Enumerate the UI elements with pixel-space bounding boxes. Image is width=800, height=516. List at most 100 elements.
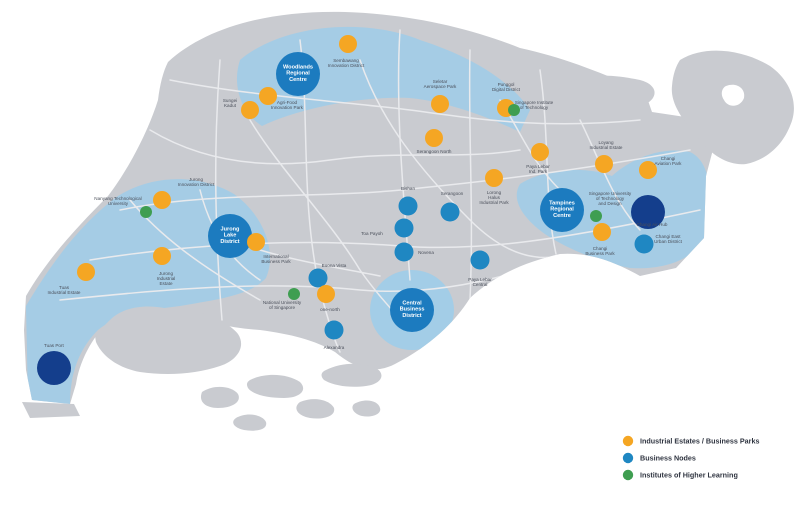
legend-marker-business	[622, 452, 634, 464]
industrial-estate-agri-food	[259, 87, 277, 105]
industrial-estate-label-serangoon-north: Serangoon North	[417, 149, 452, 154]
industrial-estate-one-north	[317, 285, 335, 303]
pulau-tekong	[671, 50, 794, 165]
southern-island-3	[296, 399, 335, 419]
road-14	[359, 59, 561, 259]
regional-centre-cbd	[390, 288, 434, 332]
southern-island-5	[352, 400, 381, 417]
tekong-inlet	[721, 84, 745, 106]
tuas-reclaimed-land	[22, 402, 80, 418]
business-node-label-buona-vista: Buona Vista	[322, 263, 347, 268]
road-8	[539, 69, 557, 255]
business-node-novena	[394, 242, 414, 262]
business-node-toa-payoh	[394, 218, 414, 238]
business-node-label-serangoon: Serangoon	[441, 191, 464, 196]
industrial-estate-seletar	[431, 95, 449, 113]
industrial-estate-serangoon-north	[425, 129, 443, 147]
business-node-paya-lebar-central	[470, 250, 490, 270]
industrial-estate-international-bp	[247, 233, 265, 251]
major-node-label-changi-air-hub: Changi Air Hub	[637, 222, 668, 227]
road-7	[468, 49, 473, 301]
industrial-estate-sembawang	[339, 35, 357, 53]
industrial-estate-lorong-halus	[485, 169, 503, 187]
business-node-label-novena: Novena	[418, 250, 434, 255]
industrial-estate-changi-business-park	[593, 223, 611, 241]
major-node-label-tuas-port: Tuas Port	[44, 343, 64, 348]
regional-centre-tampines	[540, 188, 584, 232]
legend-marker-industrial	[622, 435, 634, 447]
legend-label-business: Business Nodes	[640, 454, 696, 463]
legend-marker-institutes	[622, 469, 634, 481]
institute-nus	[288, 288, 300, 300]
regional-centre-jurong-lake	[208, 214, 252, 258]
jurong-island	[95, 305, 242, 374]
industrial-estate-tuas	[77, 263, 95, 281]
industrial-estate-loyang	[595, 155, 613, 173]
road-1	[119, 149, 691, 211]
major-node-changi-air-hub	[631, 195, 665, 229]
institute-sit	[508, 104, 520, 116]
business-node-alexandra	[324, 320, 344, 340]
institute-sutd	[590, 210, 602, 222]
road-10	[149, 129, 521, 165]
institute-ntu	[140, 206, 152, 218]
business-node-changi-east	[634, 234, 654, 254]
business-node-label-alexandra: Alexandra	[324, 345, 345, 350]
east-corridor	[516, 150, 710, 269]
road-15	[259, 249, 381, 277]
southern-island-2	[200, 386, 239, 408]
road-12	[579, 119, 641, 231]
road-9	[214, 59, 223, 321]
industrial-estate-jurong-industrial	[153, 247, 171, 265]
pulau-ubin	[555, 75, 655, 110]
southern-island-4	[233, 414, 267, 431]
industrial-estate-label-one-north: one-north	[320, 307, 340, 312]
road-4	[169, 79, 641, 125]
business-node-label-toa-payoh: Toa Payoh	[361, 231, 383, 236]
business-node-buona-vista	[308, 268, 328, 288]
industrial-estate-changi-aviation	[639, 161, 657, 179]
north-corridor	[236, 26, 530, 132]
road-3	[59, 257, 561, 301]
business-node-bishan	[398, 196, 418, 216]
major-node-tuas-port	[37, 351, 71, 385]
industrial-estate-paya-lebar-ib	[531, 143, 549, 161]
industrial-estate-jurong-innovation	[153, 191, 171, 209]
business-node-serangoon	[440, 202, 460, 222]
singapore-mainland	[24, 11, 716, 405]
industrial-estate-sungei-kadut	[241, 101, 259, 119]
regional-centre-woodlands	[276, 52, 320, 96]
legend-label-institutes: Institutes of Higher Learning	[640, 471, 738, 480]
legend: Industrial Estates / Business Parks Busi…	[622, 435, 759, 481]
sentosa	[321, 363, 382, 387]
business-node-label-bishan: Bishan	[401, 186, 415, 191]
southern-island-1	[246, 374, 304, 398]
legend-label-industrial: Industrial Estates / Business Parks	[640, 437, 759, 446]
